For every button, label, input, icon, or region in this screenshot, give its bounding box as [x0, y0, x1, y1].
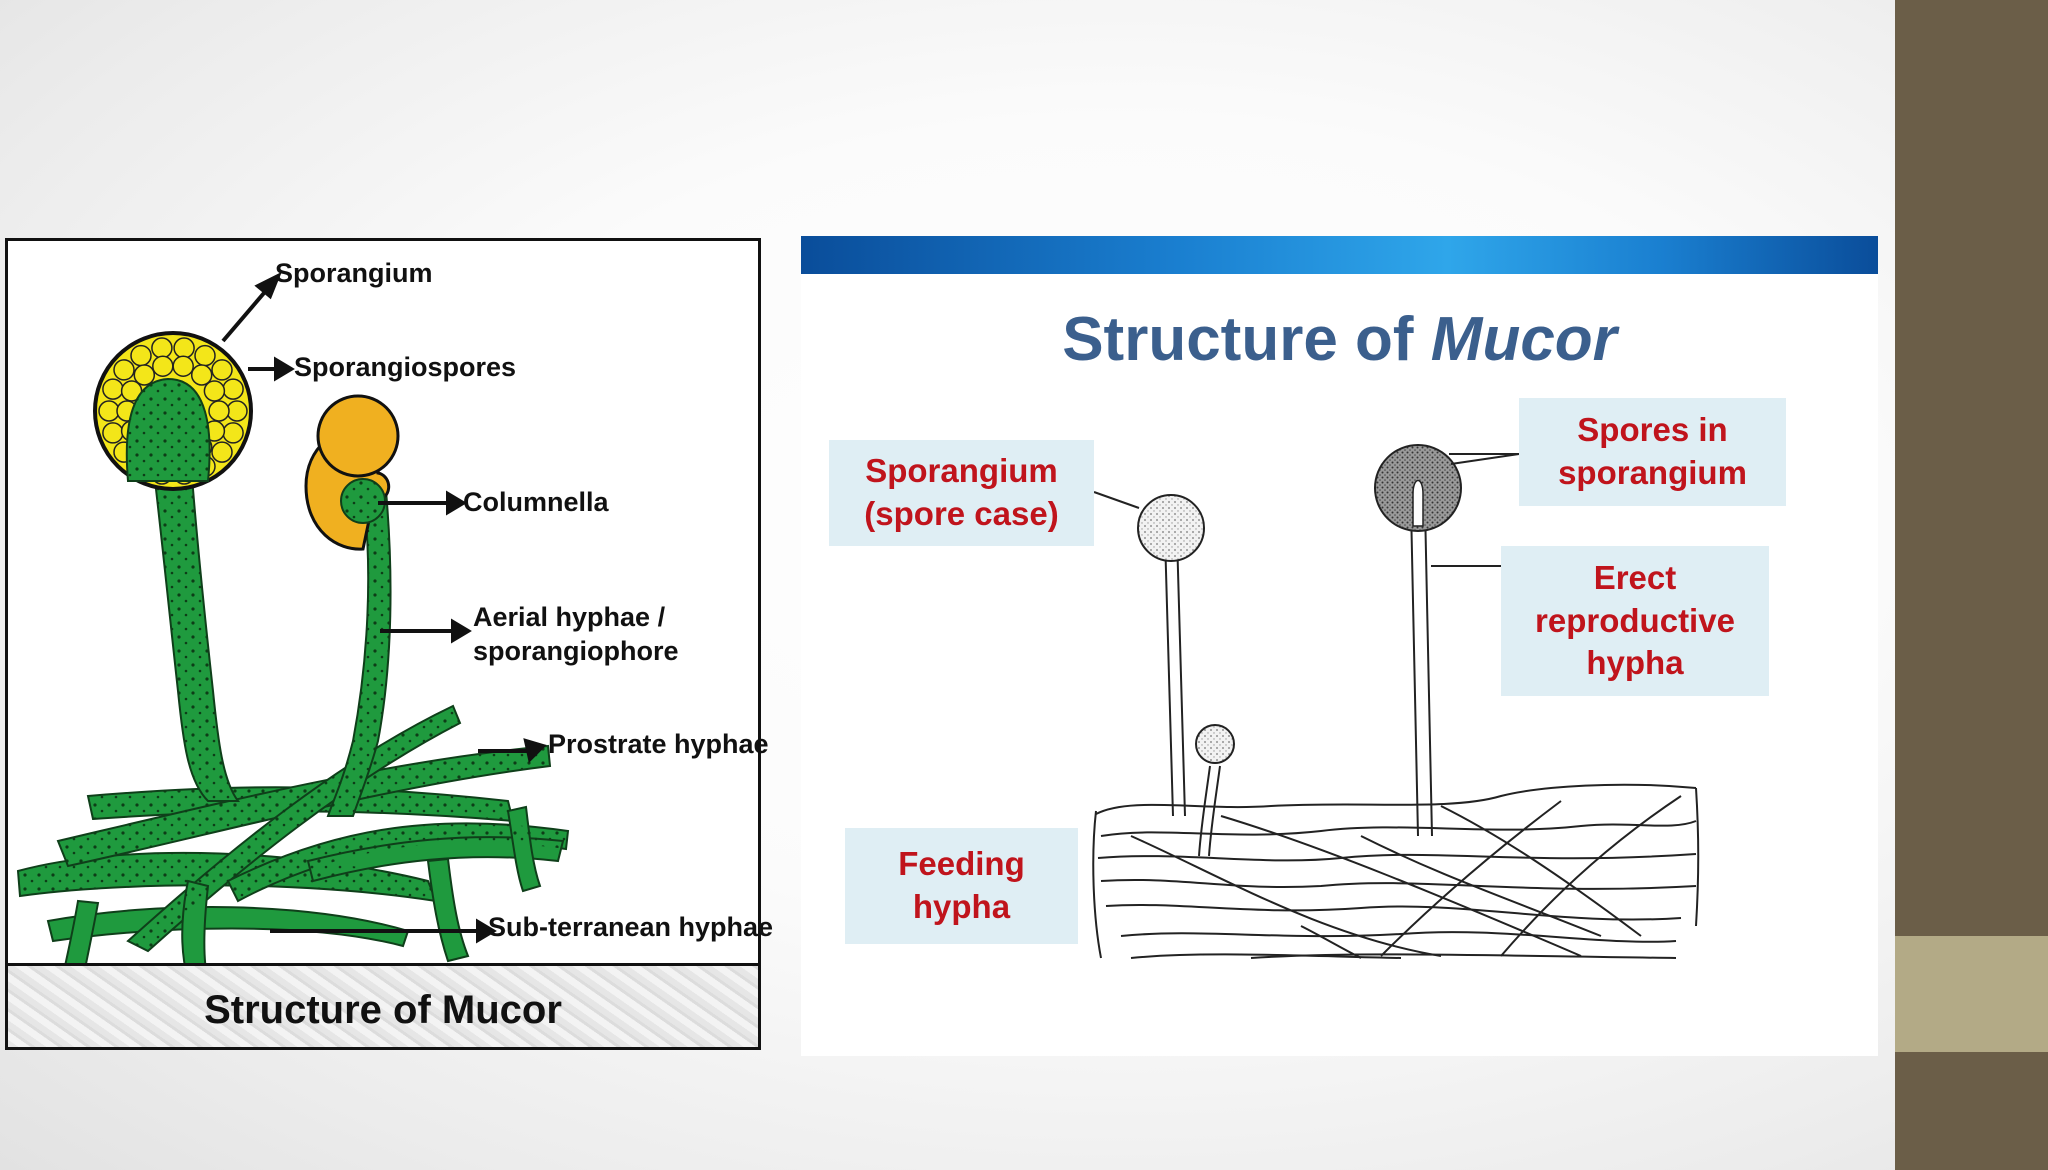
label-feeding-text: Feeding hypha — [898, 845, 1025, 925]
sporangiophore-left — [146, 420, 240, 802]
sporangiospore — [194, 344, 216, 367]
left-figure-title: Structure of Mucor — [204, 988, 562, 1032]
sporangiospore — [98, 400, 120, 422]
sporangiospore — [172, 355, 194, 377]
mycelium-mat — [16, 704, 570, 982]
sporangiospore — [226, 400, 248, 422]
label-prostrate-hyphae: Prostrate hyphae — [548, 729, 769, 759]
slide-side-band — [1895, 936, 2048, 1052]
sporangiospore — [173, 337, 195, 359]
label-subterranean-hyphae: Sub-terranean hyphae — [488, 912, 774, 942]
label-aerial-hyphae: Aerial hyphae / sporangiophore — [473, 602, 679, 666]
sporangium-spore-case — [1137, 494, 1205, 562]
title-italic: Mucor — [1430, 305, 1617, 374]
sporangiospore — [211, 359, 233, 381]
label-sporangium: Sporangium — [275, 258, 433, 288]
pointer-lines — [1093, 453, 1520, 567]
sporangiospore — [152, 355, 174, 377]
label-erect-text: Erect reproductive hypha — [1535, 558, 1735, 682]
sporangiospore — [203, 380, 226, 402]
sporangiospore — [222, 422, 244, 444]
sporangiospore — [222, 378, 244, 400]
feeding-mycelium — [1092, 783, 1700, 959]
label-box-feeding-hypha: Feeding hypha — [845, 828, 1078, 944]
sporangiophore-right — [326, 490, 392, 817]
young-sporangium — [304, 394, 400, 551]
sporangiospore — [102, 422, 124, 444]
slide-side-decoration — [1895, 0, 2048, 1170]
right-figure-title: Structure of Mucor — [801, 304, 1878, 375]
mature-sporangium — [93, 331, 253, 491]
label-box-erect-hypha: Erect reproductive hypha — [1501, 546, 1769, 696]
sporangiospore — [130, 344, 152, 367]
mucor-diagram-left: Sporangium Sporangiospores Columnella Ae… — [5, 238, 773, 1050]
sporangiospore — [190, 364, 213, 386]
label-arrows — [221, 271, 547, 944]
label-columnella: Columnella — [463, 487, 609, 517]
substrate-footer: Structure of Mucor — [8, 963, 758, 1047]
young-sporangium-right — [1195, 724, 1235, 764]
mucor-illustration-right — [1092, 444, 1700, 959]
label-spores-text: Spores in sporangium — [1558, 411, 1747, 491]
sporangiospore — [133, 364, 156, 386]
label-box-spores: Spores in sporangium — [1519, 398, 1786, 506]
sporangiospore — [211, 441, 233, 463]
sporangiospore — [102, 378, 124, 400]
reproductive-hyphae — [1164, 505, 1433, 857]
mucor-illustration-left — [16, 271, 570, 982]
label-box-sporangium: Sporangium (spore case) — [829, 440, 1094, 546]
sporangiospore — [113, 359, 135, 381]
title-plain: Structure of — [1062, 305, 1431, 374]
sporangiospore — [208, 400, 230, 422]
sporangiospore — [151, 337, 173, 359]
mucor-diagram-right: Structure of Mucor — [801, 236, 1878, 1056]
blue-header-bar — [801, 236, 1878, 274]
label-sporangiospores: Sporangiospores — [294, 352, 517, 382]
label-sporangium-text: Sporangium (spore case) — [864, 452, 1059, 532]
